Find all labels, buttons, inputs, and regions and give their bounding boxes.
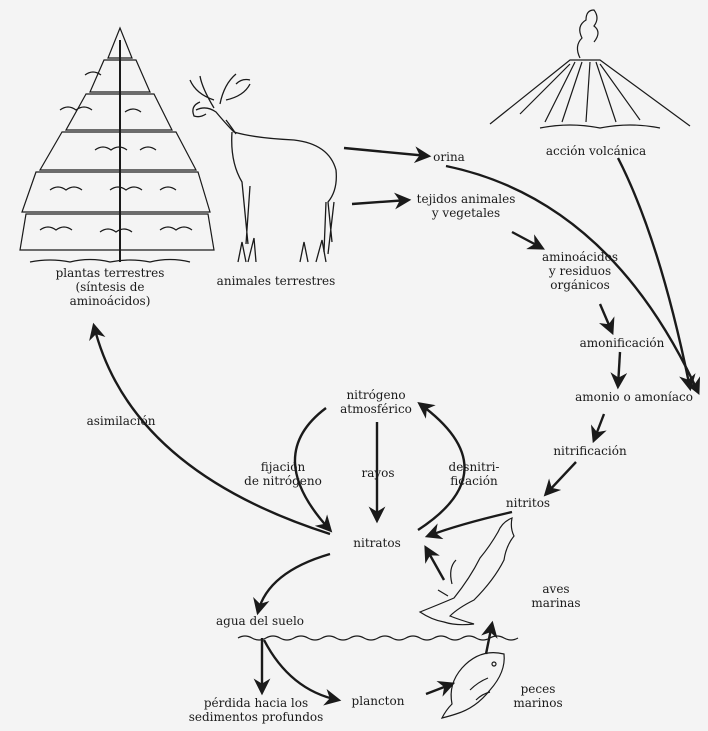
label-agua-del-suelo: agua del suelo (216, 614, 304, 628)
label-amonificacion: amonificación (580, 336, 665, 350)
label-nitrogeno-line1: nitrógeno (340, 388, 412, 402)
label-tejidos: tejidos animales y vegetales (417, 192, 516, 220)
label-perdida: pérdida hacia los sedimentos profundos (189, 696, 324, 724)
deer-icon (190, 74, 336, 262)
label-peces-line2: marinos (513, 696, 562, 710)
label-nitratos: nitratos (353, 536, 400, 550)
label-plancton: plancton (352, 694, 405, 708)
label-aves-line1: aves (531, 582, 580, 596)
label-aminoacidos-line3: orgánicos (542, 278, 618, 292)
label-plantas-terrestres: plantas terrestres (síntesis de aminoáci… (56, 266, 165, 308)
label-peces-line1: peces (513, 682, 562, 696)
label-plantas-line1: plantas terrestres (56, 266, 165, 280)
label-asimilacion: asimilación (87, 414, 156, 428)
label-aminoacidos: aminoácidos y residuos orgánicos (542, 250, 618, 292)
label-tejidos-line1: tejidos animales (417, 192, 516, 206)
label-perdida-line2: sedimentos profundos (189, 710, 324, 724)
label-nitrogeno-line2: atmosférico (340, 402, 412, 416)
label-peces-marinos: peces marinos (513, 682, 562, 710)
label-perdida-line1: pérdida hacia los (189, 696, 324, 710)
label-desnitrificacion: desnitri- ficación (449, 460, 500, 488)
label-aminoacidos-line2: y residuos (542, 264, 618, 278)
label-rayos: rayos (361, 466, 394, 480)
volcano-icon (490, 10, 690, 128)
label-aves-marinas: aves marinas (531, 582, 580, 610)
label-nitritos: nitritos (506, 496, 550, 510)
label-nitrogeno-atmosferico: nitrógeno atmosférico (340, 388, 412, 416)
label-aminoacidos-line1: aminoácidos (542, 250, 618, 264)
label-desnitrificacion-line1: desnitri- (449, 460, 500, 474)
label-plantas-line3: aminoácidos) (56, 294, 165, 308)
label-fijacion-line2: de nitrógeno (244, 474, 322, 488)
label-tejidos-line2: y vegetales (417, 206, 516, 220)
label-fijacion: fijación de nitrógeno (244, 460, 322, 488)
label-plantas-line2: (síntesis de (56, 280, 165, 294)
pine-tree-icon (20, 28, 214, 262)
water-surface-icon (238, 636, 518, 640)
label-desnitrificacion-line2: ficación (449, 474, 500, 488)
label-orina: orina (433, 150, 465, 164)
label-nitrificacion: nitrificación (553, 444, 626, 458)
label-aves-line2: marinas (531, 596, 580, 610)
label-accion-volcanica: acción volcánica (546, 144, 646, 158)
label-animales-terrestres: animales terrestres (217, 274, 336, 288)
label-fijacion-line1: fijación (244, 460, 322, 474)
label-amonio: amonio o amoníaco (575, 390, 693, 404)
